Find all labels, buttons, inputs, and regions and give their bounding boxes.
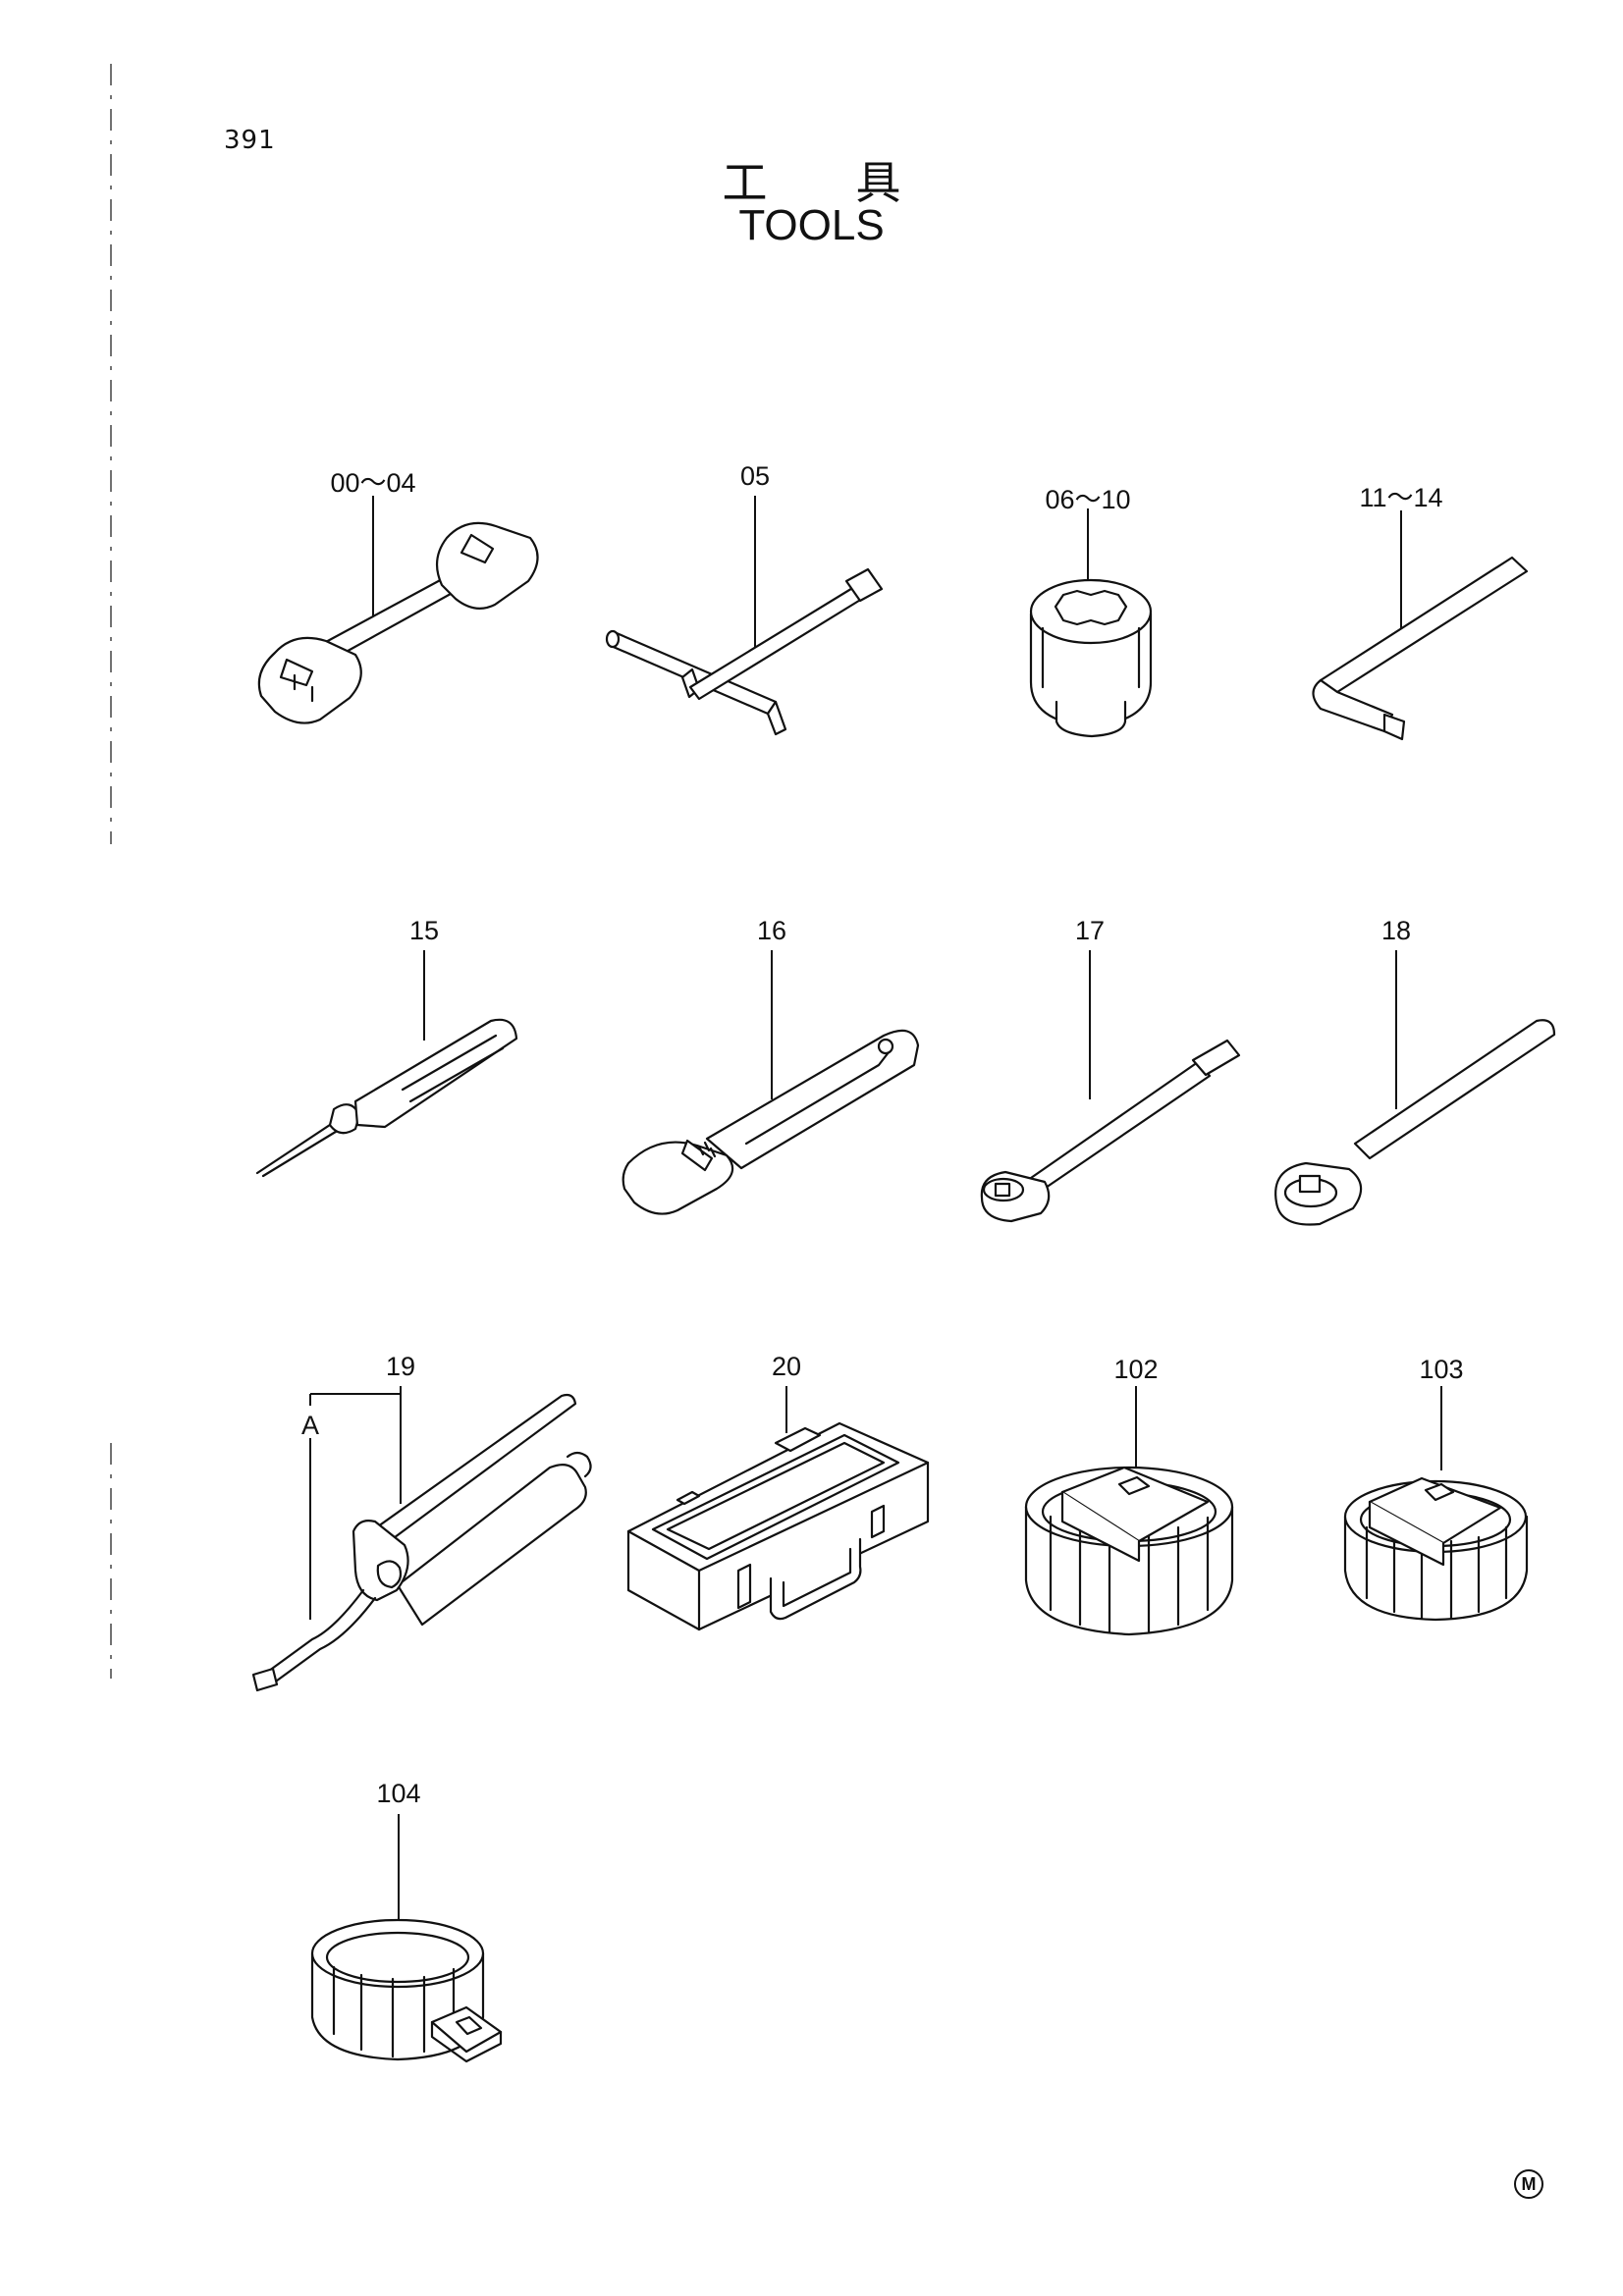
callout-extension-bar: 17: [1074, 916, 1106, 945]
socket-drawing: [1029, 508, 1153, 738]
page-title-japanese: 工具: [722, 156, 990, 209]
page-title: TOOLS: [738, 201, 885, 249]
callout-grease-gun: 19: [385, 1352, 416, 1381]
callout-adjustable-wrench: 16: [756, 916, 787, 945]
filter-wrench-103-drawing: [1343, 1386, 1529, 1622]
screwdriver-drawing: [255, 950, 518, 1178]
callout-filter-wrench-103: 103: [1419, 1355, 1464, 1384]
callout-wrench: 00～04: [330, 468, 416, 498]
extension-bar-drawing: [980, 950, 1241, 1223]
callout-t-wrench: 05: [739, 461, 771, 491]
tool-box-drawing: [626, 1386, 930, 1631]
wrench-drawing: [257, 496, 539, 724]
filter-wrench-104-drawing: [310, 1814, 503, 2063]
grease-gun-drawing: [251, 1386, 592, 1692]
hex-key-drawing: [1312, 510, 1529, 741]
callout-tool-box: 20: [771, 1352, 802, 1381]
t-wrench-drawing: [605, 496, 884, 736]
corner-mark: M: [1514, 2169, 1543, 2199]
callout-screwdriver: 15: [408, 916, 440, 945]
callout-ratchet-handle: 18: [1380, 916, 1412, 945]
callout-hex-key: 11～14: [1359, 483, 1443, 512]
adjustable-wrench-drawing: [622, 950, 920, 1215]
callout-grease-gun-detail: A: [300, 1411, 320, 1440]
ratchet-handle-drawing: [1274, 950, 1556, 1226]
page-number: 391: [224, 126, 276, 155]
callout-filter-wrench-104: 104: [376, 1779, 421, 1808]
callout-filter-wrench-102: 102: [1113, 1355, 1159, 1384]
filter-wrench-102-drawing: [1024, 1386, 1234, 1636]
